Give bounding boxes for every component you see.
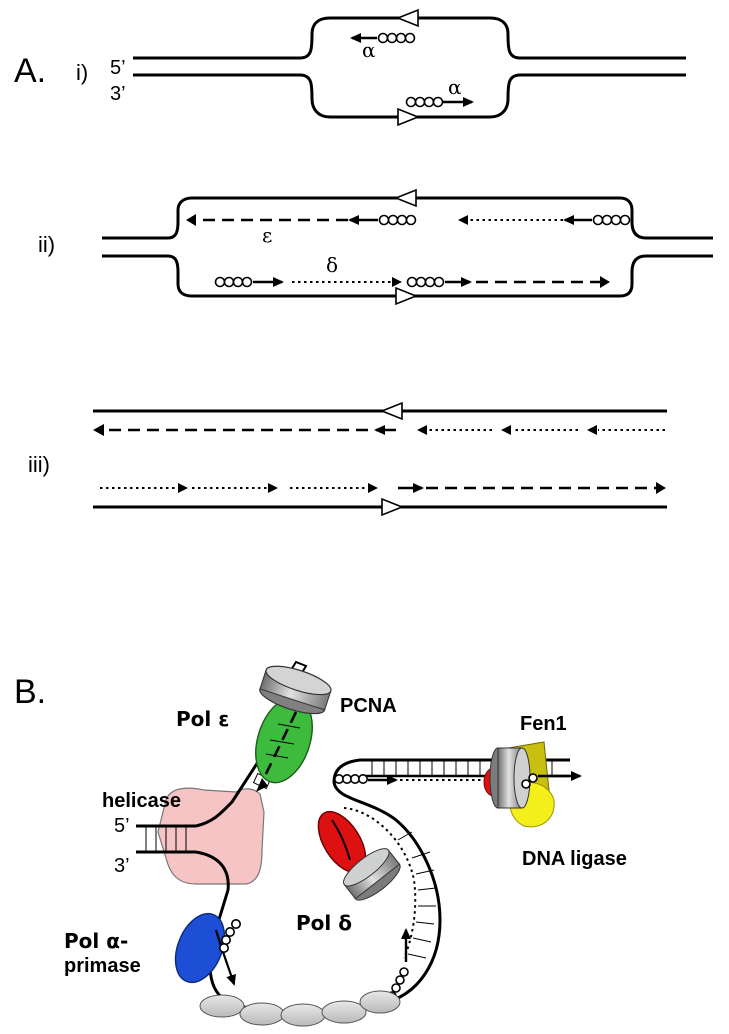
- helicase-left-triangle: [395, 8, 419, 28]
- primer-beads-icon: [219, 918, 242, 953]
- pol-epsilon-label: Pol ε: [176, 707, 229, 731]
- pol-alpha-arrow: [214, 929, 236, 986]
- arrowhead-icon: [268, 483, 278, 493]
- dna-ligase-label: DNA ligase: [522, 848, 627, 870]
- pcna-clamp-icon: [343, 848, 401, 901]
- pol-epsilon-rung: [277, 723, 301, 729]
- pol-alpha-icon: [174, 912, 226, 984]
- pol-delta-dotted-lagging: [343, 807, 417, 959]
- arrowhead-icon: [368, 483, 378, 493]
- pol-epsilon-rung: [265, 753, 289, 759]
- three-prime-end-label: 3’: [110, 83, 126, 105]
- arrowhead-icon: [501, 425, 511, 435]
- row-ii-bubble: ii) ε δ: [38, 188, 713, 306]
- primer-beads-icon: [377, 32, 416, 44]
- bottom-parental-strand: [102, 254, 713, 298]
- ssb-beads: [199, 990, 401, 1027]
- fork-duplex-ladder: [136, 824, 196, 854]
- primer-beads-icon: [592, 214, 631, 226]
- helicase-right-triangle: [395, 286, 419, 306]
- pol-delta-label: Pol δ: [296, 911, 352, 935]
- helicase-right-triangle: [397, 107, 421, 127]
- row-i-label: i): [76, 60, 88, 85]
- pol-alpha-label-line2: primase: [64, 955, 141, 977]
- pol-delta-strand-in: [331, 819, 351, 861]
- primer-beads-icon: [406, 276, 445, 288]
- epsilon-label: ε: [262, 223, 272, 247]
- arrowhead-icon: [600, 276, 610, 288]
- primer-beads-icon: [521, 773, 538, 789]
- pcna-label: PCNA: [340, 695, 397, 717]
- panel-a-letter: A.: [14, 52, 46, 90]
- bottom-parental-strand: [133, 73, 686, 119]
- pol-epsilon-rung: [269, 739, 295, 745]
- helicase-left-triangle: [379, 401, 403, 421]
- pcna-clamp-icon: [489, 747, 531, 809]
- row-ii-label: ii): [38, 232, 55, 257]
- alpha-top-label: α: [362, 38, 376, 62]
- arrowhead-icon: [178, 483, 188, 493]
- arrowhead-icon: [417, 425, 427, 435]
- alpha-bottom-label: α: [448, 75, 462, 99]
- five-prime-end-label: 5’: [114, 815, 130, 837]
- three-prime-end-label: 3’: [114, 855, 130, 877]
- helicase-icon: [157, 787, 265, 885]
- row-i-bubble: i) 5’ 3’ α α: [76, 8, 686, 127]
- arrowhead-icon: [93, 424, 104, 436]
- primer-beads-icon: [378, 214, 417, 226]
- delta-label: δ: [326, 253, 338, 277]
- primer-beads-icon: [405, 96, 444, 108]
- row-iii-strands: iii): [28, 401, 667, 517]
- arrowhead-icon: [458, 215, 468, 225]
- five-prime-end-label: 5’: [110, 57, 126, 79]
- pol-epsilon-new-strand: [262, 711, 298, 779]
- arrowhead-icon: [256, 778, 268, 792]
- helicase-left-triangle: [393, 188, 417, 208]
- row-iii-label: iii): [28, 452, 50, 477]
- arrowhead-icon: [656, 482, 666, 494]
- pol-alpha-label-line1: Pol α-: [64, 929, 128, 953]
- leading-template-strand: [195, 699, 290, 828]
- primer-beads-icon: [333, 773, 368, 784]
- arrowhead-icon: [392, 277, 402, 287]
- arrowhead-icon: [587, 425, 597, 435]
- lagging-ladder-rungs: [397, 831, 437, 959]
- primer-beads-icon: [214, 276, 253, 288]
- fen1-label: Fen1: [520, 713, 567, 735]
- arrowhead-icon: [186, 214, 196, 226]
- helicase-label: helicase: [102, 790, 181, 812]
- helicase-right-triangle: [381, 497, 405, 517]
- panel-b-letter: B.: [14, 673, 46, 711]
- pcna-clamp-icon: [259, 665, 332, 715]
